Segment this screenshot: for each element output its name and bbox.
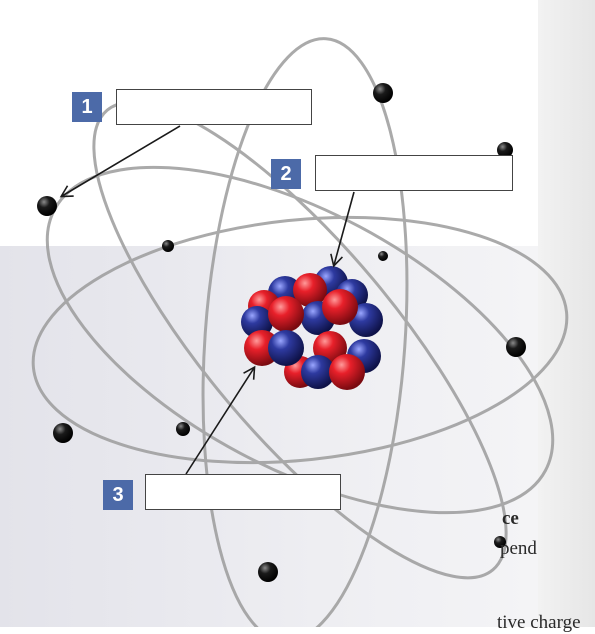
cropped-body-text: pend [500, 538, 537, 560]
proton [322, 289, 358, 325]
electron [506, 337, 526, 357]
electron [53, 423, 73, 443]
electron [378, 251, 388, 261]
proton [268, 296, 304, 332]
answer-box-3[interactable] [145, 474, 341, 510]
neutron [268, 330, 304, 366]
label-number-badge: 1 [72, 92, 102, 122]
electron [37, 196, 57, 216]
cropped-body-text: tive charge [497, 612, 581, 634]
answer-box-1[interactable] [116, 89, 312, 125]
cropped-heading-text: ce [502, 508, 519, 530]
answer-box-2[interactable] [315, 155, 513, 191]
label-number-badge: 3 [103, 480, 133, 510]
electron [176, 422, 190, 436]
electron [258, 562, 278, 582]
electron [373, 83, 393, 103]
proton [329, 354, 365, 390]
label-number-badge: 2 [271, 159, 301, 189]
nucleus [241, 266, 383, 390]
arrow-1 [62, 126, 180, 196]
electron [162, 240, 174, 252]
